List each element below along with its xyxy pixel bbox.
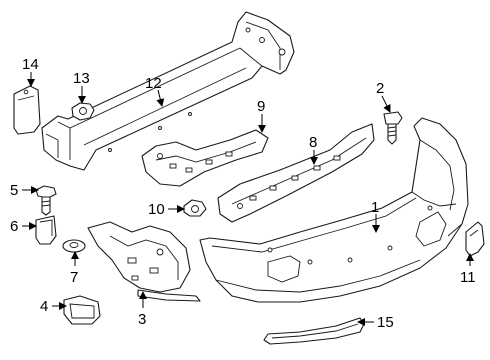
part-11-trim-piece [465,221,485,257]
leader-2 [381,95,391,113]
part-8-mounting-bracket [217,123,375,223]
callout-14: 14 [22,56,39,73]
part-10-nut [183,199,207,217]
callout-3: 3 [138,311,146,328]
part-12-reinforcement-bar [41,11,295,171]
part-9-bracket [141,129,269,187]
callout-6: 6 [10,218,18,235]
callout-4: 4 [40,298,48,315]
part-2-bolt [383,111,403,145]
callout-5: 5 [10,182,18,199]
callout-labels: 1 2 3 4 5 6 7 8 9 10 11 12 13 14 15 [10,56,476,331]
callout-1: 1 [371,199,379,216]
part-15-lower-molding [263,317,365,345]
callout-13: 13 [73,70,90,87]
callout-11: 11 [460,269,476,286]
part-1-bumper-cover [199,117,469,303]
leader-12 [156,89,165,107]
callout-2: 2 [376,80,384,97]
callout-12: 12 [145,75,162,92]
part-6-clip [35,215,57,245]
part-14-pad [13,85,41,135]
part-3-side-bracket [87,221,201,302]
part-7-push-clip [62,239,86,253]
leader-lines [22,72,474,326]
part-13-nut [71,102,95,121]
callout-8: 8 [309,134,317,151]
callout-15: 15 [377,314,394,331]
callout-9: 9 [257,98,265,115]
part-5-bolt [35,185,57,216]
callout-7: 7 [70,269,78,286]
part-4-reflector [63,295,101,325]
callout-10: 10 [148,201,165,218]
